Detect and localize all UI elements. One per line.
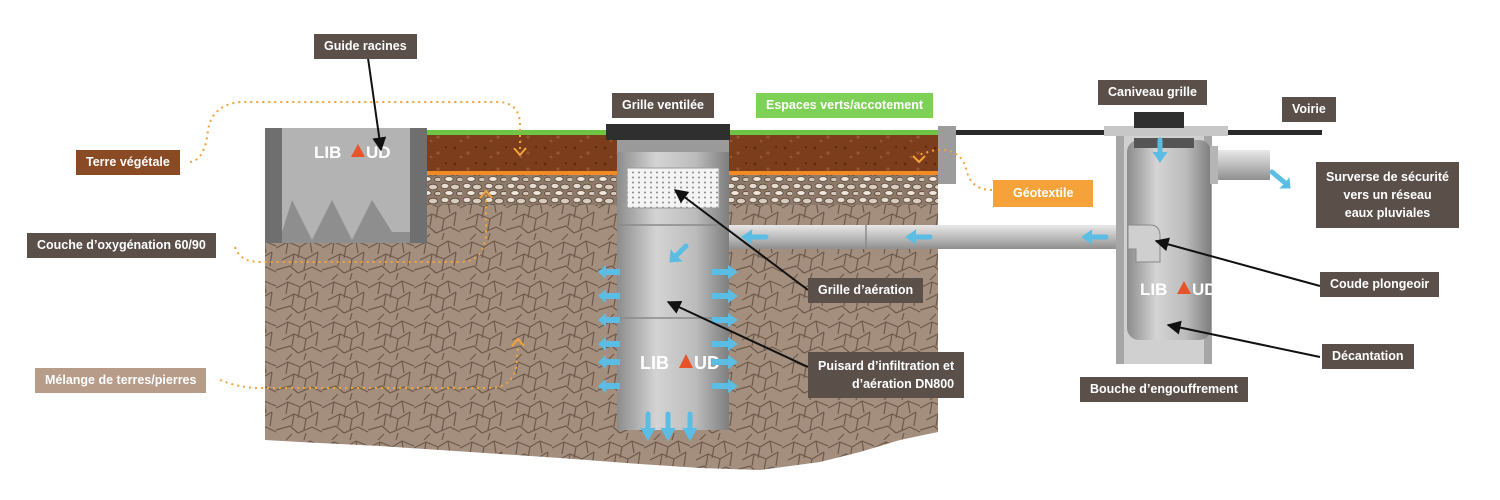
- side-infiltration-arrows: [598, 265, 738, 393]
- water-flow-arrows: [640, 137, 1291, 441]
- label-grille-aeration: Grille d’aération: [808, 278, 924, 303]
- label-surverse-line-2: vers un réseau: [1343, 188, 1432, 202]
- gutter-grate: [1134, 112, 1184, 128]
- orange-guide-lines: [189, 101, 993, 389]
- overflow-pipe: [1210, 150, 1270, 180]
- svg-text:UD: UD: [366, 143, 391, 162]
- label-terre-vegetale: Terre végétale: [76, 150, 180, 175]
- aeration-grille: [626, 167, 720, 209]
- grass-strip: [265, 130, 938, 135]
- root-guide: [265, 128, 427, 243]
- side-arrow-right-5: [712, 355, 738, 369]
- side-arrow-right-2: [712, 289, 738, 303]
- verge-post: [938, 126, 956, 184]
- label-puisard: Puisard d’infiltration et d’aération DN8…: [808, 352, 965, 398]
- label-coude-plongeoir: Coude plongeoir: [1320, 272, 1440, 297]
- side-arrow-left-1: [598, 265, 620, 279]
- side-arrow-right-3: [712, 313, 738, 327]
- svg-text:LIB: LIB: [640, 353, 669, 373]
- catch-basin: [1104, 126, 1228, 364]
- side-arrow-left-2: [598, 289, 620, 303]
- side-arrow-left-4: [598, 337, 620, 351]
- libaud-logo-root-guide: LIB UD: [314, 143, 391, 162]
- label-melange: Mélange de terres/pierres: [35, 368, 207, 393]
- label-voirie: Voirie: [1282, 97, 1336, 122]
- svg-text:LIB: LIB: [314, 143, 341, 162]
- label-grille-ventilee: Grille ventilée: [612, 93, 714, 118]
- label-surverse-line-3: eaux pluviales: [1344, 206, 1431, 220]
- svg-text:UD: UD: [694, 353, 720, 373]
- side-arrow-left-3: [598, 313, 620, 327]
- svg-text:LIB: LIB: [1140, 280, 1167, 299]
- ventilated-grate: [606, 124, 730, 140]
- label-puisard-line-2: d’aération DN800: [852, 377, 955, 391]
- plunge-elbow: [1127, 224, 1161, 263]
- label-puisard-line-1: Puisard d’infiltration et: [818, 359, 955, 373]
- libaud-logo-shaft: LIB UD: [640, 353, 720, 373]
- label-guide-racines: Guide racines: [314, 34, 417, 59]
- label-decantation: Décantation: [1322, 344, 1414, 369]
- label-geotextile: Géotextile: [993, 180, 1094, 207]
- label-bouche: Bouche d’engouffrement: [1080, 377, 1248, 402]
- geotextile-layer: [265, 171, 938, 175]
- label-espaces-verts: Espaces verts/accotement: [756, 93, 934, 118]
- label-surverse: Surverse de sécurité vers un réseau eaux…: [1316, 162, 1459, 228]
- side-arrow-right-6: [712, 379, 738, 393]
- side-arrow-right-4: [712, 337, 738, 351]
- libaud-logo-basin: LIB UD: [1140, 280, 1217, 299]
- side-arrow-left-5: [598, 355, 620, 369]
- side-arrow-left-6: [598, 379, 620, 393]
- pointer-lines: [367, 57, 1321, 368]
- label-caniveau-grille: Caniveau grille: [1098, 80, 1207, 105]
- label-couche-oxygenation: Couche d’oxygénation 60/90: [27, 233, 216, 258]
- orange-arrowheads: [479, 147, 926, 347]
- side-arrow-right-1: [712, 265, 738, 279]
- svg-text:UD: UD: [1192, 280, 1217, 299]
- label-surverse-line-1: Surverse de sécurité: [1326, 170, 1449, 184]
